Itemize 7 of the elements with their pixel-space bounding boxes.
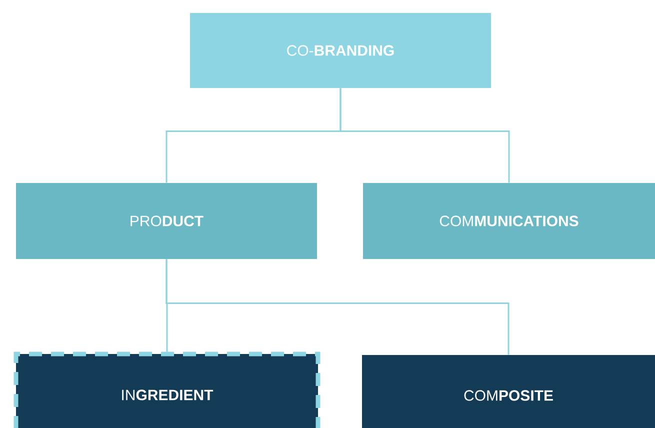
connector-line [340, 88, 510, 183]
category-box: COMMUNICATIONS [363, 183, 655, 259]
connector-line [166, 259, 510, 355]
category-box: INGREDIENT [14, 352, 320, 428]
category-box: COMPOSITE [362, 355, 655, 428]
category-box: CO-BRANDING [190, 13, 491, 88]
category-box: PRODUCT [16, 183, 317, 259]
